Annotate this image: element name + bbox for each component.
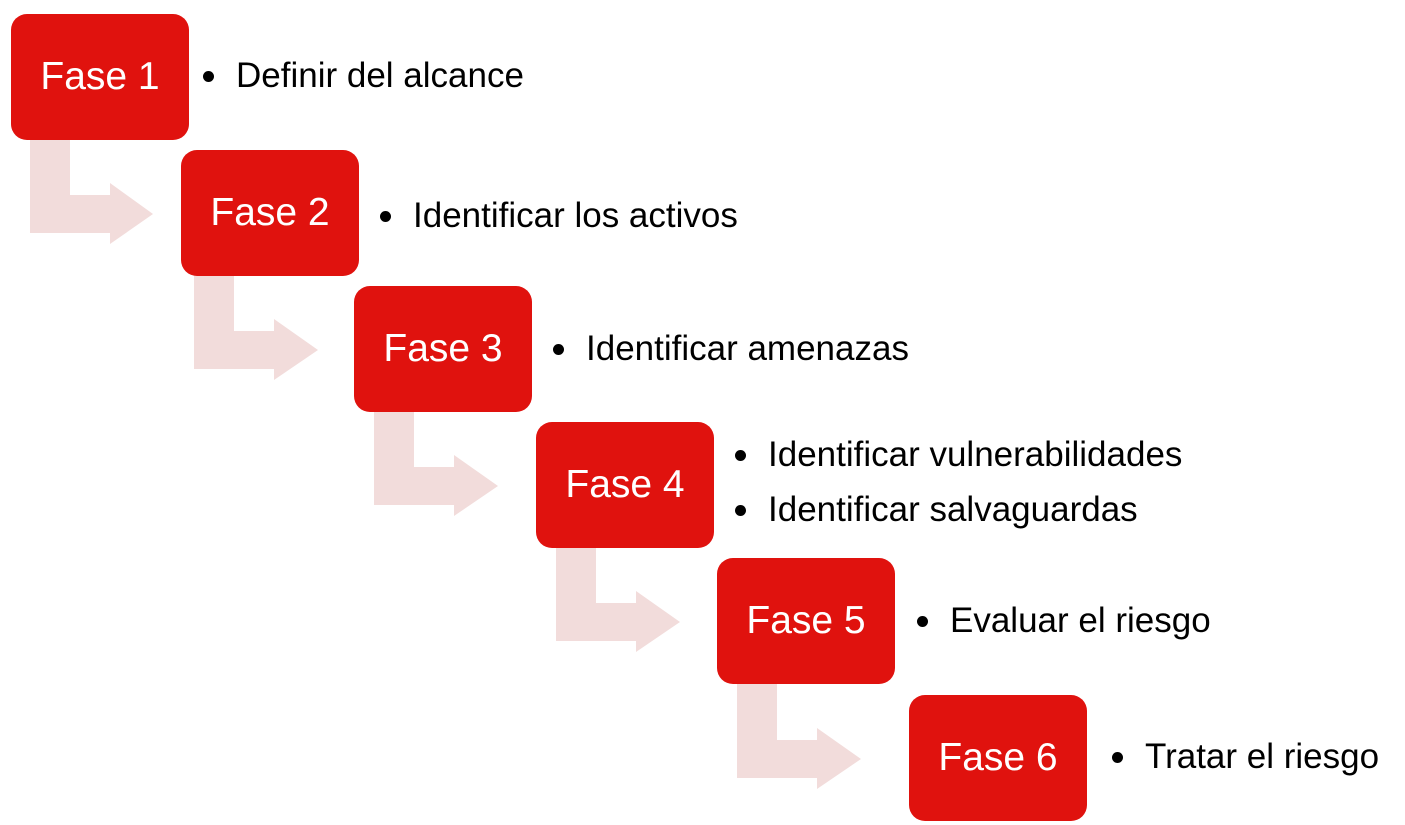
bullet-item: Identificar salvaguardas (735, 482, 1182, 537)
bullet-item: Identificar amenazas (553, 321, 909, 376)
arrow-5-to-6 (737, 684, 861, 789)
phase-2-bullets: Identificar los activos (380, 188, 738, 243)
phase-3-box: Fase 3 (354, 286, 532, 412)
phase-1-box: Fase 1 (11, 14, 189, 140)
arrow-3-to-4 (374, 411, 498, 516)
arrow-4-to-5 (556, 547, 680, 652)
phase-1-bullets: Definir del alcance (203, 48, 524, 103)
phase-3-bullets: Identificar amenazas (553, 321, 909, 376)
phase-2-box: Fase 2 (181, 150, 359, 276)
bullet-item: Definir del alcance (203, 48, 524, 103)
phase-6-bullets: Tratar el riesgo (1112, 729, 1379, 784)
bullet-item: Identificar los activos (380, 188, 738, 243)
bullet-item: Tratar el riesgo (1112, 729, 1379, 784)
bullet-item: Identificar vulnerabilidades (735, 427, 1182, 482)
bullet-item: Evaluar el riesgo (917, 593, 1211, 648)
phase-4-bullets: Identificar vulnerabilidades Identificar… (735, 427, 1182, 537)
phase-4-box: Fase 4 (536, 422, 714, 548)
arrow-2-to-3 (194, 275, 318, 380)
phase-5-box: Fase 5 (717, 558, 895, 684)
arrow-1-to-2 (30, 139, 153, 244)
phase-6-box: Fase 6 (909, 695, 1087, 821)
phase-5-bullets: Evaluar el riesgo (917, 593, 1211, 648)
